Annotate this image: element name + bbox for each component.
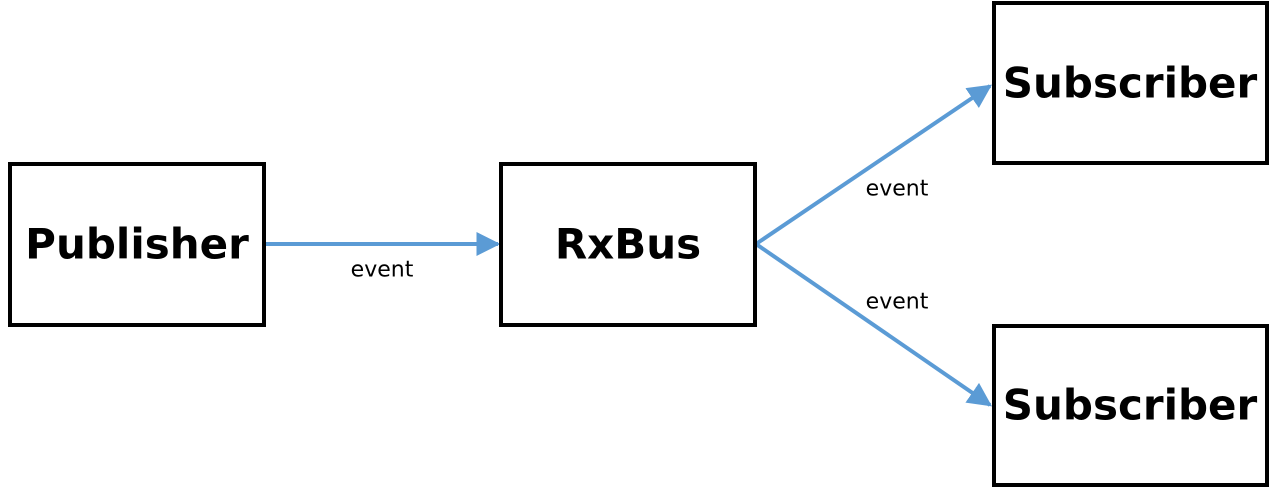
- node-label: RxBus: [555, 220, 701, 269]
- node-subscriber-bottom: Subscriber: [992, 324, 1269, 487]
- edge-line: [754, 242, 992, 407]
- edge-publisher-to-rxbus: event: [264, 232, 501, 283]
- edge-rxbus-to-subscriber-bottom: event: [754, 242, 992, 407]
- node-label: Publisher: [25, 220, 249, 269]
- node-box: [992, 324, 1269, 487]
- node-box: [8, 162, 266, 327]
- edge-line: [754, 84, 992, 246]
- node-subscriber-top: Subscriber: [992, 1, 1269, 165]
- node-publisher: Publisher: [8, 162, 266, 327]
- node-label: Subscriber: [1003, 59, 1258, 108]
- edge-label: event: [351, 258, 414, 283]
- edge-rxbus-to-subscriber-top: event: [754, 84, 992, 246]
- edge-label: event: [866, 290, 929, 315]
- node-box: [992, 1, 1269, 165]
- node-box: [499, 162, 757, 327]
- node-rxbus: RxBus: [499, 162, 757, 327]
- edge-label: event: [866, 177, 929, 202]
- node-label: Subscriber: [1003, 381, 1258, 430]
